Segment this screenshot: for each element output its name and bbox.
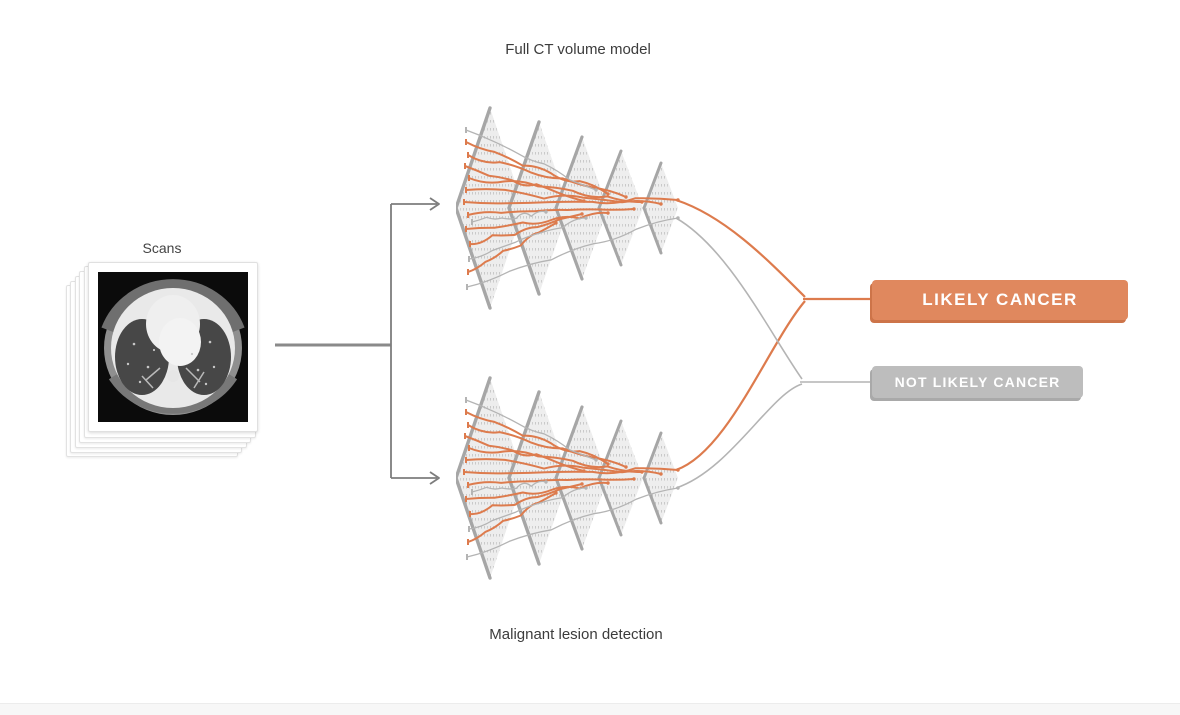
likely-cancer-label: LIKELY CANCER [922,290,1078,309]
ct-scan-image [98,272,248,422]
arrowhead-bottom-icon [429,471,440,485]
network-connections [463,127,680,290]
bottom-net-positive-curve [675,300,806,472]
neural-network-top [456,106,680,310]
top-net-positive-curve [675,198,806,298]
network-connections [463,397,680,560]
footer-strip [0,703,1180,715]
likely-cancer-badge: LIKELY CANCER [872,280,1128,320]
scans-label: Scans [142,240,182,256]
top-model-title: Full CT volume model [505,41,651,58]
bottom-model-title: Malignant lesion detection [489,626,663,643]
network-layers [456,106,678,310]
top-net-negative-curve [675,217,803,380]
network-layers [456,376,678,580]
not-likely-cancer-label: NOT LIKELY CANCER [894,374,1061,390]
ct-scan-card [88,262,258,432]
bottom-net-negative-curve [675,383,803,489]
ct-scan-stack [66,262,258,457]
not-likely-cancer-badge: NOT LIKELY CANCER [872,366,1083,398]
arrowhead-top-icon [429,197,440,211]
neural-network-bottom [456,376,680,580]
